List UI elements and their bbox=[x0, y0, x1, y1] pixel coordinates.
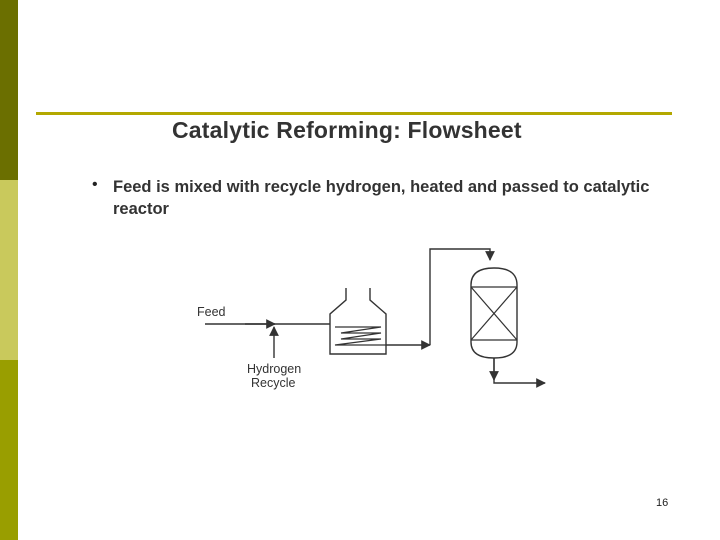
title-rule bbox=[36, 112, 672, 115]
heater-furnace bbox=[329, 288, 387, 355]
bullet-icon: • bbox=[92, 176, 98, 193]
flowsheet-diagram: Feed Hydrogen Recycle bbox=[197, 248, 546, 390]
hydrogen-label-line1: Hydrogen bbox=[247, 362, 301, 376]
feed-label: Feed bbox=[197, 305, 226, 319]
reactor-feed-line bbox=[429, 248, 495, 345]
heater-coil bbox=[334, 326, 386, 346]
sidebar-segment-top bbox=[0, 0, 18, 180]
reactor-bed-cross-2 bbox=[470, 286, 518, 341]
bullet-text: Feed is mixed with recycle hydrogen, hea… bbox=[113, 178, 650, 218]
sidebar-segment-bottom bbox=[0, 360, 18, 540]
reactor-vessel bbox=[470, 267, 518, 359]
sidebar-segment-middle bbox=[0, 180, 18, 360]
page-number: 16 bbox=[656, 497, 669, 509]
slide-title: Catalytic Reforming: Flowsheet bbox=[172, 117, 522, 143]
hydrogen-label-line2: Recycle bbox=[251, 376, 296, 390]
reactor-outlet-line bbox=[493, 358, 546, 388]
